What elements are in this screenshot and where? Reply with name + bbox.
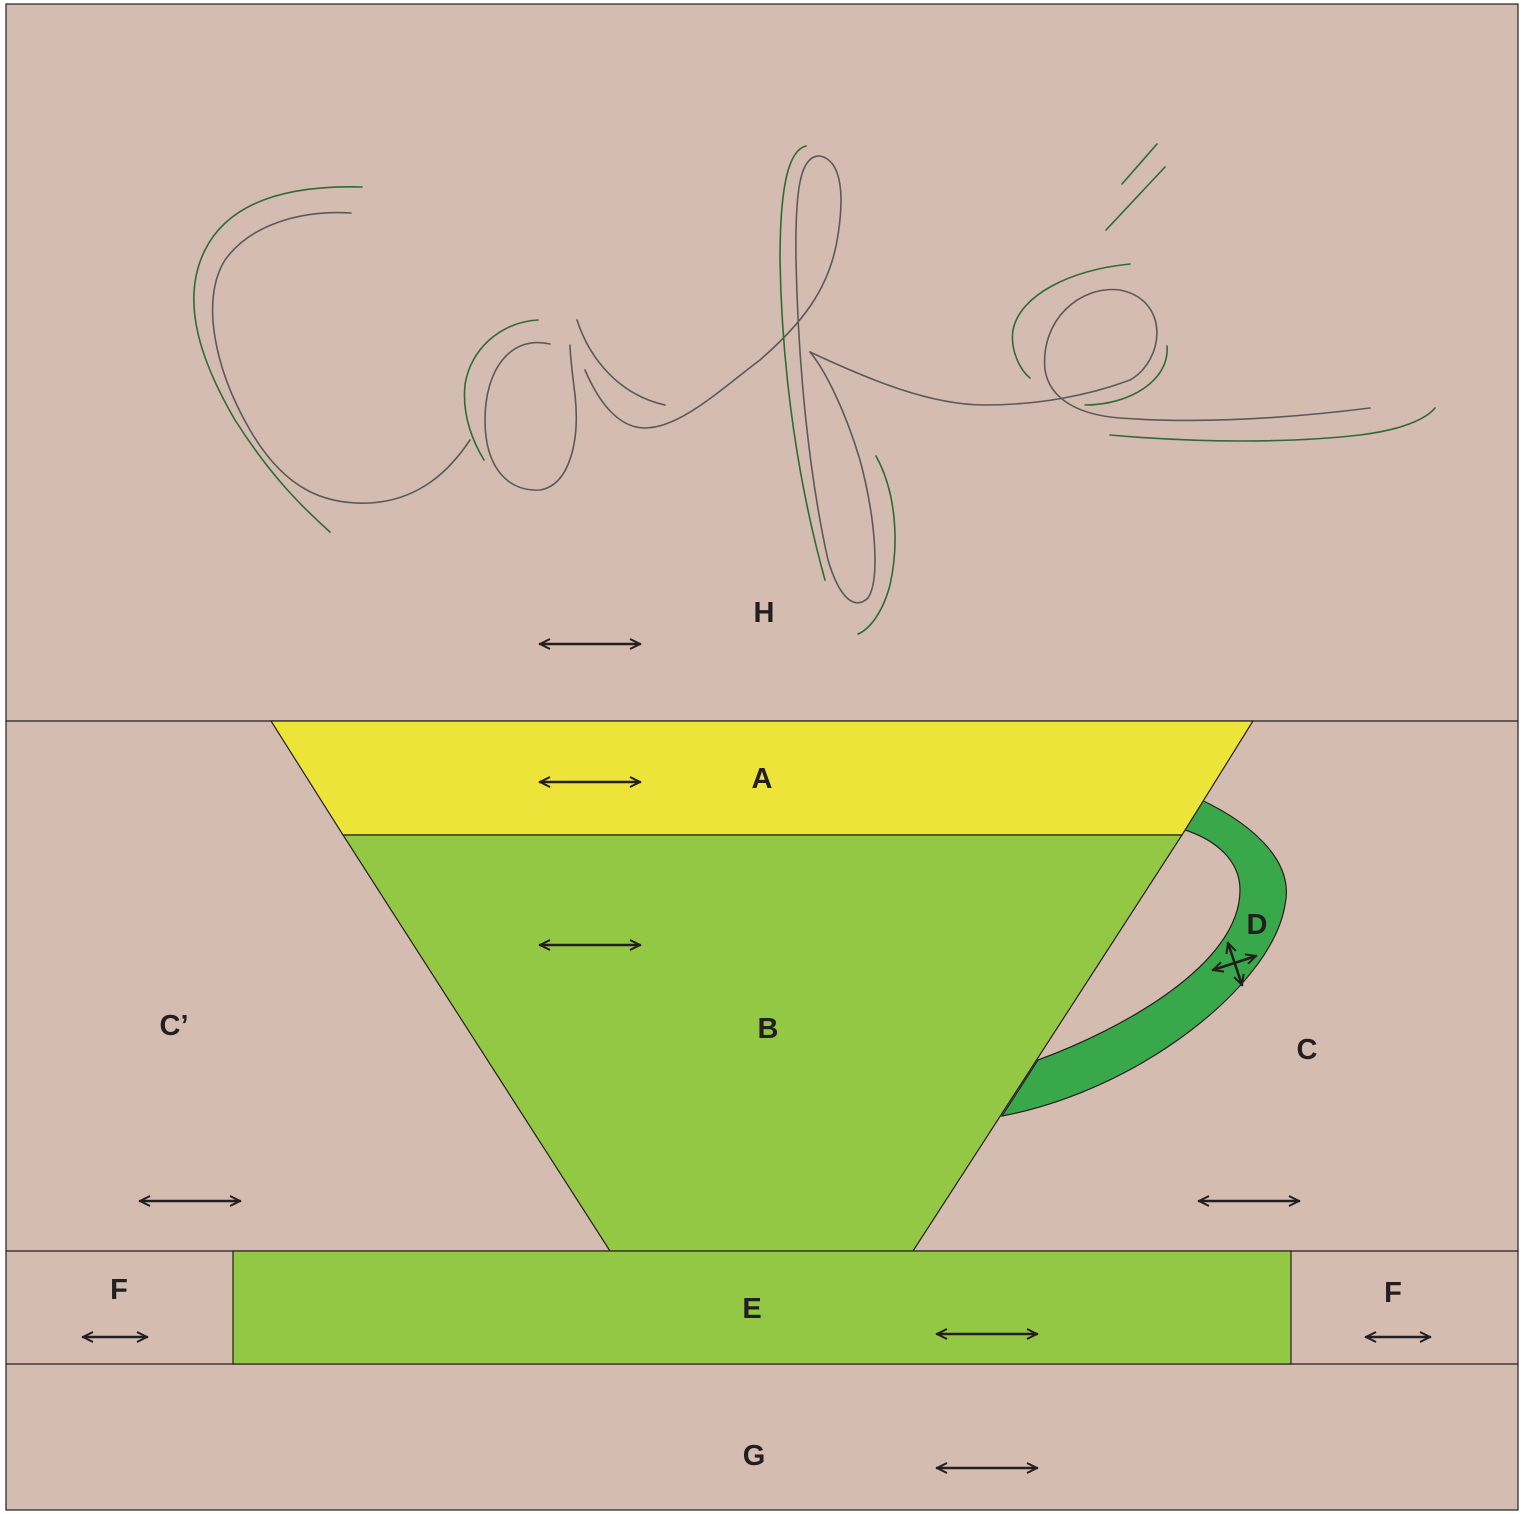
label-f-right: F	[1384, 1277, 1402, 1309]
piece-e-saucer	[233, 1251, 1291, 1364]
label-h: H	[754, 597, 775, 629]
label-f-left: F	[110, 1274, 128, 1306]
label-b: B	[758, 1013, 779, 1045]
label-e: E	[742, 1293, 761, 1325]
label-d: D	[1247, 909, 1268, 941]
label-c: C	[1297, 1034, 1318, 1066]
label-c-prime: C’	[160, 1010, 189, 1042]
label-g: G	[743, 1440, 766, 1472]
label-a: A	[752, 763, 773, 795]
